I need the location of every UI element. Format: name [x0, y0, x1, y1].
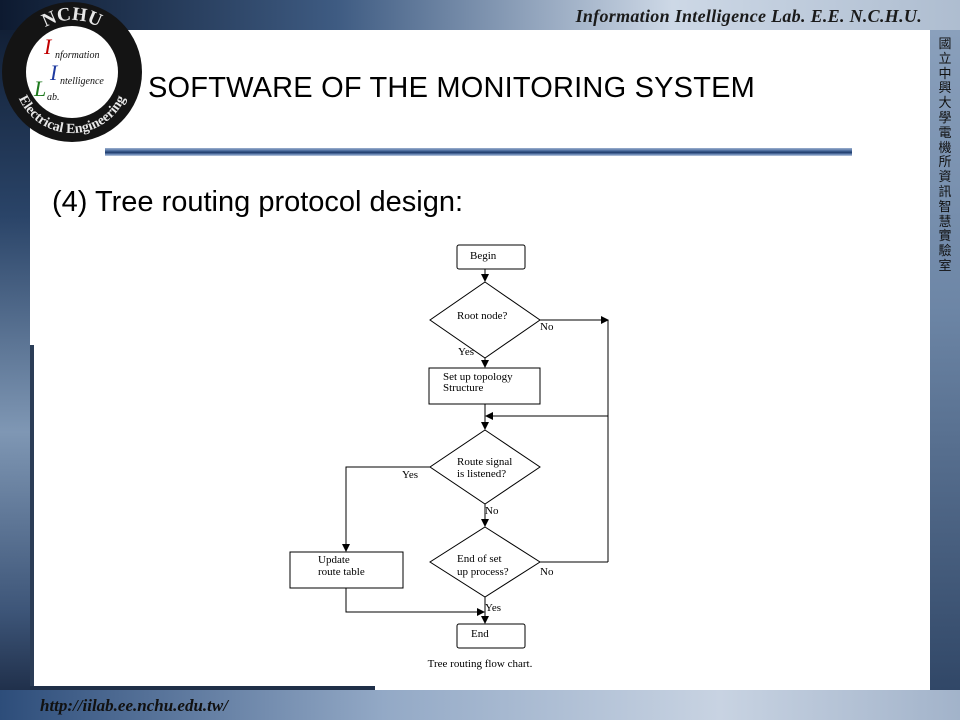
- right-side-strip: [930, 30, 960, 720]
- logo-word-intelligence: ntelligence: [60, 76, 104, 87]
- end-box: [456, 623, 526, 649]
- vertical-label-char: 訊: [938, 184, 952, 200]
- vertical-label-char: 學: [938, 110, 952, 126]
- vertical-label-char: 大: [938, 96, 952, 112]
- logo-initial-l: L: [33, 76, 46, 101]
- nchu-ee-logo: NCHU Electrical Engineering I nformation…: [2, 2, 142, 142]
- logo-initial-i1: I: [43, 34, 53, 59]
- setup-label-line2: Structure: [443, 382, 483, 394]
- bottom-banner: [0, 690, 960, 720]
- bottom-divider: [30, 686, 375, 690]
- route-label-line1: Route signal: [457, 456, 512, 468]
- route-yes-label: Yes: [402, 469, 418, 481]
- arrow-update-join: [345, 588, 485, 616]
- flowchart-caption: Tree routing flow chart.: [427, 658, 533, 670]
- update-label-line2: route table: [318, 566, 365, 578]
- root-node-label: Root node?: [457, 310, 508, 322]
- slide-left-edge: [30, 345, 34, 690]
- logo-inner-disc: [26, 26, 118, 118]
- vertical-label-char: 中: [938, 66, 952, 82]
- vertical-label-char: 智: [938, 199, 952, 215]
- setup-topology-box: [428, 367, 541, 405]
- endset-yes-label: Yes: [485, 602, 501, 614]
- update-label-line1: Update: [318, 554, 350, 566]
- endset-no-label: No: [540, 566, 554, 578]
- lab-name: Information Intelligence Lab. E.E. N.C.H…: [575, 6, 922, 26]
- tree-routing-flowchart: Begin Root node? No Yes Set up topology …: [289, 244, 609, 649]
- setup-label-line1: Set up topology: [443, 371, 513, 383]
- vertical-label-char: 室: [938, 258, 952, 274]
- vertical-lab-label: 國立中興大學電機所資訊智慧實驗室: [930, 37, 960, 275]
- vertical-label-char: 慧: [938, 214, 952, 230]
- logo-word-lab: ab.: [47, 92, 60, 103]
- vertical-label-char: 電: [938, 125, 952, 141]
- vertical-label-char: 機: [938, 140, 952, 156]
- arrow-route-yes: [342, 466, 430, 552]
- root-yes-label: Yes: [458, 346, 474, 358]
- vertical-label-char: 立: [938, 51, 952, 67]
- route-no-label: No: [485, 505, 499, 517]
- begin-box: [456, 244, 526, 270]
- title-underline: [105, 148, 852, 156]
- endset-label-line2: up process?: [457, 566, 509, 578]
- end-label: End: [471, 628, 489, 640]
- vertical-label-char: 興: [938, 81, 952, 97]
- footer-url[interactable]: http://iilab.ee.nchu.edu.tw/: [40, 696, 228, 715]
- route-label-line2: is listened?: [457, 468, 506, 480]
- vertical-label-char: 實: [938, 229, 952, 245]
- endset-label-line1: End of set: [457, 553, 502, 565]
- root-no-label: No: [540, 321, 554, 333]
- logo-word-information: nformation: [55, 50, 99, 61]
- vertical-label-char: 所: [938, 155, 952, 171]
- slide-title: SOFTWARE OF THE MONITORING SYSTEM: [148, 72, 756, 104]
- vertical-label-char: 資: [938, 170, 952, 186]
- logo-initial-i2: I: [49, 60, 59, 85]
- begin-label: Begin: [470, 250, 497, 262]
- vertical-label-char: 國: [938, 37, 952, 52]
- top-banner: [0, 0, 960, 30]
- vertical-label-char: 驗: [938, 244, 952, 260]
- slide-subtitle: (4) Tree routing protocol design:: [52, 186, 464, 218]
